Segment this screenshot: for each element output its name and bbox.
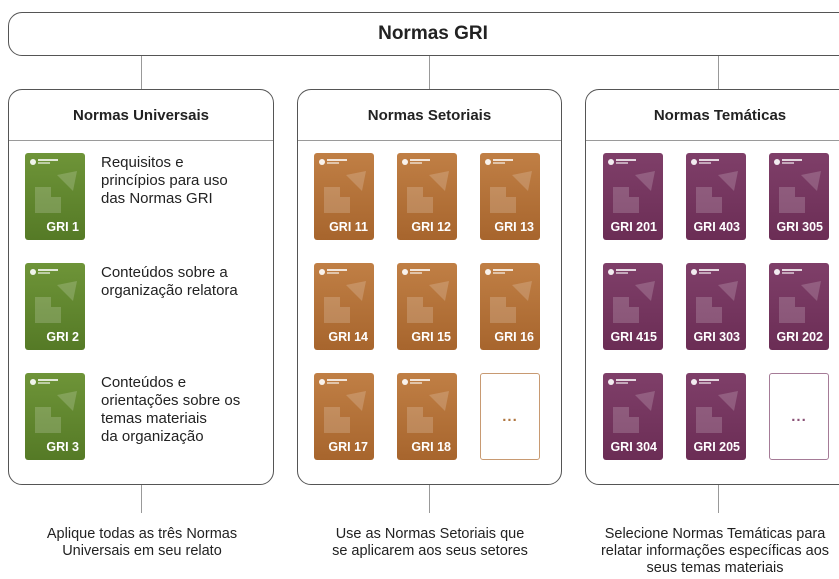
gri-standards-logo-icon <box>319 159 325 165</box>
gri-standards-logo-icon <box>319 269 325 275</box>
gri-sector-card: GRI 16 <box>480 263 540 350</box>
connector-line <box>718 485 719 513</box>
card-label: GRI 15 <box>411 330 451 344</box>
diagonal-arrow-icon <box>324 171 366 213</box>
gri-sector-card: GRI 17 <box>314 373 374 460</box>
diagonal-arrow-icon <box>324 391 366 433</box>
gri-sector-card: GRI 11 <box>314 153 374 240</box>
diagonal-arrow-icon <box>613 281 655 323</box>
card-label: GRI 303 <box>693 330 740 344</box>
gri-standards-logo-icon <box>774 159 780 165</box>
card-label: GRI 201 <box>610 220 657 234</box>
gri-standards-logo-icon <box>691 379 697 385</box>
gri-topic-card: GRI 403 <box>686 153 746 240</box>
gri2-description: Conteúdos sobre a organização relatora <box>101 264 238 299</box>
card-label: GRI 305 <box>776 220 823 234</box>
gri-sector-card: GRI 18 <box>397 373 457 460</box>
diagonal-arrow-icon <box>613 391 655 433</box>
diagram-title: Normas GRI <box>378 23 488 44</box>
gri-standards-logo-icon <box>30 159 36 165</box>
diagonal-arrow-icon <box>613 171 655 213</box>
gri1-description: Requisitos e princípios para uso das Nor… <box>101 154 228 207</box>
card-label: GRI 1 <box>46 220 79 234</box>
gri-standards-logo-icon <box>608 159 614 165</box>
connector-line <box>429 485 430 513</box>
gri-universal-card: GRI 3 <box>25 373 85 460</box>
gri3-description: Conteúdos e orientações sobre os temas m… <box>101 374 241 445</box>
card-label: GRI 3 <box>46 440 79 454</box>
caption-sector: Use as Normas Setoriais que se aplicarem… <box>332 526 528 559</box>
diagonal-arrow-icon <box>35 171 77 213</box>
gri-universal-card: GRI 2 <box>25 263 85 350</box>
more-sector-standards-placeholder: ... <box>480 373 540 460</box>
connector-line <box>429 56 430 89</box>
card-label: GRI 2 <box>46 330 79 344</box>
gri-standards-logo-icon <box>30 269 36 275</box>
gri-sector-card: GRI 13 <box>480 153 540 240</box>
card-label: GRI 304 <box>610 440 657 454</box>
connector-line <box>141 56 142 89</box>
card-label: GRI 205 <box>693 440 740 454</box>
card-label: GRI 14 <box>328 330 368 344</box>
gri-standards-logo-icon <box>402 269 408 275</box>
card-label: GRI 11 <box>329 220 368 234</box>
card-label: GRI 16 <box>494 330 534 344</box>
diagonal-arrow-icon <box>696 171 738 213</box>
gri-standards-logo-icon <box>608 269 614 275</box>
gri-standards-logo-icon <box>402 159 408 165</box>
diagonal-arrow-icon <box>490 281 532 323</box>
gri-sector-card: GRI 14 <box>314 263 374 350</box>
gri-topic-card: GRI 305 <box>769 153 829 240</box>
gri-topic-card: GRI 304 <box>603 373 663 460</box>
gri-standards-logo-icon <box>691 159 697 165</box>
panel-title-sector: Normas Setoriais <box>298 90 561 141</box>
card-label: GRI 13 <box>494 220 534 234</box>
gri-standards-logo-icon <box>402 379 408 385</box>
diagonal-arrow-icon <box>35 391 77 433</box>
card-label: GRI 17 <box>328 440 368 454</box>
panel-title-universal: Normas Universais <box>9 90 273 141</box>
gri-sector-card: GRI 15 <box>397 263 457 350</box>
panel-title-topic: Normas Temáticas <box>586 90 839 141</box>
connector-line <box>718 56 719 89</box>
diagonal-arrow-icon <box>407 281 449 323</box>
gri-topic-card: GRI 202 <box>769 263 829 350</box>
gri-standards-logo-icon <box>774 269 780 275</box>
diagonal-arrow-icon <box>490 171 532 213</box>
gri-standards-logo-icon <box>485 159 491 165</box>
diagonal-arrow-icon <box>696 281 738 323</box>
gri-topic-card: GRI 201 <box>603 153 663 240</box>
card-label: GRI 202 <box>776 330 823 344</box>
diagonal-arrow-icon <box>696 391 738 433</box>
card-label: GRI 18 <box>411 440 451 454</box>
gri-universal-card: GRI 1 <box>25 153 85 240</box>
diagonal-arrow-icon <box>324 281 366 323</box>
caption-topic: Selecione Normas Temáticas para relatar … <box>600 526 830 576</box>
card-label: GRI 403 <box>693 220 740 234</box>
gri-standards-logo-icon <box>319 379 325 385</box>
gri-standards-logo-icon <box>608 379 614 385</box>
gri-standards-logo-icon <box>691 269 697 275</box>
gri-sector-card: GRI 12 <box>397 153 457 240</box>
gri-standards-title-box: Normas GRI <box>8 12 839 56</box>
gri-topic-card: GRI 303 <box>686 263 746 350</box>
more-topic-standards-placeholder: ... <box>769 373 829 460</box>
diagonal-arrow-icon <box>779 281 821 323</box>
gri-standards-logo-icon <box>30 379 36 385</box>
diagonal-arrow-icon <box>779 171 821 213</box>
diagonal-arrow-icon <box>407 391 449 433</box>
card-label: GRI 415 <box>610 330 657 344</box>
gri-topic-card: GRI 415 <box>603 263 663 350</box>
card-label: GRI 12 <box>411 220 451 234</box>
diagonal-arrow-icon <box>407 171 449 213</box>
gri-topic-card: GRI 205 <box>686 373 746 460</box>
caption-universal: Aplique todas as três Normas Universais … <box>46 526 238 559</box>
connector-line <box>141 485 142 513</box>
diagonal-arrow-icon <box>35 281 77 323</box>
gri-standards-logo-icon <box>485 269 491 275</box>
